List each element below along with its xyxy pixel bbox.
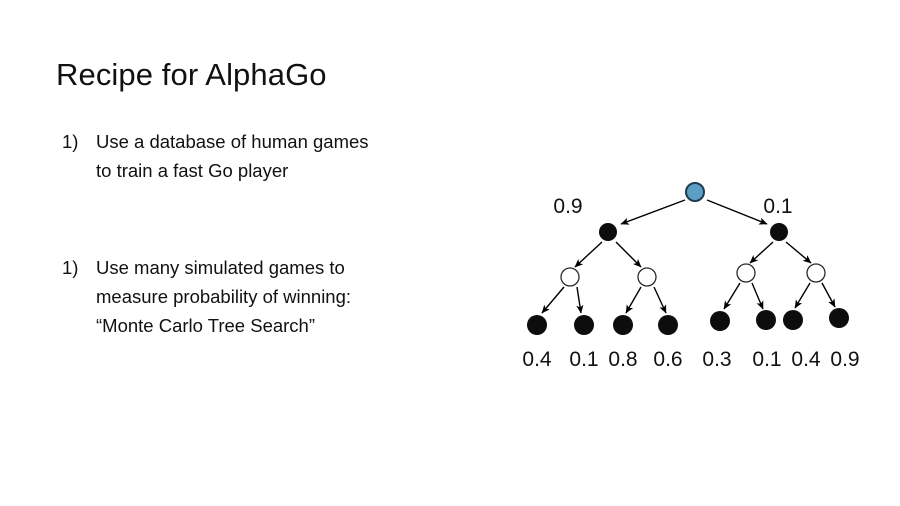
tree-edge-arrow <box>541 286 565 314</box>
tree-node-leaf-5[interactable] <box>756 310 776 330</box>
branch-labels-group: 0.9 0.1 <box>553 195 792 218</box>
tree-edge-arrow <box>821 282 836 308</box>
branch-probability-label-0: 0.9 <box>553 195 582 218</box>
tree-edge-arrow <box>751 282 764 310</box>
tree-edge-arrow <box>653 286 667 314</box>
bullet-marker: 1) <box>62 131 79 152</box>
tree-node-leaf-6[interactable] <box>783 310 803 330</box>
tree-edge-arrow <box>625 286 642 314</box>
tree-node-leaf-7[interactable] <box>829 308 849 328</box>
tree-edge-arrow <box>576 286 584 314</box>
tree-node-level2-1[interactable] <box>637 267 657 287</box>
monte-carlo-tree-search-diagram: 0.9 0.1 0.4 0.1 0.8 0.6 0.3 0.1 0.4 0.9 <box>495 168 895 383</box>
bullet-line: Use a database of human games <box>96 131 369 152</box>
tree-edge-arrow <box>615 241 642 268</box>
leaf-value-label-1: 0.1 <box>569 348 598 371</box>
leaf-value-label-5: 0.1 <box>752 348 781 371</box>
tree-node-leaf-4[interactable] <box>710 311 730 331</box>
tree-node-root[interactable] <box>685 182 705 202</box>
bullet-item-1: 1) Use a database of human games to trai… <box>62 127 462 185</box>
tree-edge-arrow <box>706 199 768 225</box>
leaf-value-label-6: 0.4 <box>791 348 821 371</box>
leaf-value-label-7: 0.9 <box>830 348 859 371</box>
tree-node-leaf-0[interactable] <box>527 315 547 335</box>
bullet-line: Use many simulated games to <box>96 257 345 278</box>
page-title: Recipe for AlphaGo <box>56 57 327 92</box>
tree-svg: 0.9 0.1 0.4 0.1 0.8 0.6 0.3 0.1 0.4 0.9 <box>522 182 860 371</box>
tree-node-level2-3[interactable] <box>806 263 826 283</box>
leaf-value-label-4: 0.3 <box>702 348 731 371</box>
bullet-line: “Monte Carlo Tree Search” <box>96 315 316 336</box>
tree-edge-arrow <box>620 199 686 225</box>
tree-node-leaf-2[interactable] <box>613 315 633 335</box>
bullet-line: to train a fast Go player <box>96 160 289 181</box>
tree-edge-arrow <box>723 282 741 310</box>
bullet-text: Use many simulated games to measure prob… <box>96 253 462 340</box>
tree-edge-arrow <box>574 241 603 268</box>
tree-edges-group <box>541 199 836 314</box>
tree-node-level2-2[interactable] <box>736 263 756 283</box>
tree-edge-arrow <box>794 282 811 309</box>
bullet-text: Use a database of human games to train a… <box>96 127 462 185</box>
tree-nodes-group <box>527 182 849 335</box>
branch-probability-label-1: 0.1 <box>763 195 792 218</box>
leaf-value-label-0: 0.4 <box>522 348 552 371</box>
bullet-line: measure probability of winning: <box>96 286 352 307</box>
tree-edge-arrow <box>749 241 774 264</box>
bullet-item-2: 1) Use many simulated games to measure p… <box>62 253 462 340</box>
tree-node-leaf-1[interactable] <box>574 315 594 335</box>
tree-node-level2-0[interactable] <box>560 267 580 287</box>
tree-edge-arrow <box>785 241 812 264</box>
leaf-labels-group: 0.4 0.1 0.8 0.6 0.3 0.1 0.4 0.9 <box>522 348 859 371</box>
leaf-value-label-2: 0.8 <box>608 348 637 371</box>
tree-node-leaf-3[interactable] <box>658 315 678 335</box>
bullet-marker: 1) <box>62 257 79 278</box>
leaf-value-label-3: 0.6 <box>653 348 682 371</box>
tree-node-level1-0[interactable] <box>599 223 617 241</box>
tree-node-level1-1[interactable] <box>770 223 788 241</box>
